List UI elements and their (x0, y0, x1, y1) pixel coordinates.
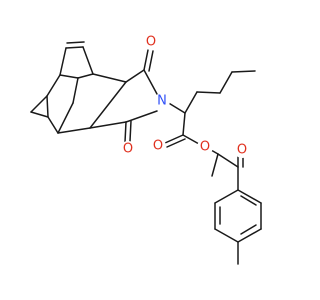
bond (57, 102, 74, 134)
bond (164, 134, 184, 144)
ester-bridge-oxygen: O (197, 139, 213, 155)
bond (237, 189, 262, 204)
bond (214, 228, 239, 243)
bond (72, 77, 79, 104)
ketone-oxygen: O (234, 142, 250, 158)
ester-carbonyl-oxygen: O (150, 138, 166, 154)
bond (59, 74, 79, 79)
bond (82, 46, 94, 75)
atom-label: O (123, 142, 133, 157)
bond (166, 101, 186, 114)
bond (219, 71, 233, 94)
bond (196, 91, 221, 94)
bond (92, 73, 127, 83)
carbonyl-oxygen-lower: O (120, 141, 136, 157)
bond (30, 95, 48, 113)
bond (182, 112, 186, 136)
bond (125, 69, 145, 83)
bond (211, 153, 219, 177)
bond (184, 91, 198, 114)
bond (125, 110, 158, 123)
bond (89, 121, 127, 129)
bond (237, 228, 262, 243)
bond (214, 189, 239, 204)
bond (46, 74, 61, 97)
bond (129, 120, 132, 142)
bond (66, 41, 85, 44)
molecule-skeleton: O O N O O O (30, 34, 262, 265)
bond (148, 50, 154, 72)
bond (240, 224, 257, 235)
carbonyl-oxygen-upper: O (143, 34, 159, 50)
structure-canvas: O O N O O O (30, 34, 262, 265)
bond (47, 116, 59, 134)
atom-label: O (146, 35, 156, 50)
bond (59, 47, 67, 76)
atom-label: O (200, 140, 210, 155)
imide-nitrogen: N (154, 93, 170, 109)
bond (57, 127, 91, 134)
atom-label: O (237, 143, 247, 158)
bond (124, 121, 127, 143)
bond (217, 153, 239, 168)
bond-lines (30, 41, 262, 265)
bond (143, 69, 158, 95)
bond (65, 46, 84, 49)
atom-labels: O O N O O O (120, 34, 250, 158)
bond (240, 195, 257, 206)
bond (77, 73, 94, 79)
atom-label: O (153, 139, 163, 154)
bond (231, 70, 256, 73)
bond (210, 149, 219, 155)
bond (166, 138, 186, 148)
bond (143, 49, 149, 71)
bond (182, 134, 200, 145)
atom-label: N (157, 94, 167, 109)
bond (89, 81, 127, 129)
bond (30, 111, 49, 118)
bond (46, 95, 49, 118)
